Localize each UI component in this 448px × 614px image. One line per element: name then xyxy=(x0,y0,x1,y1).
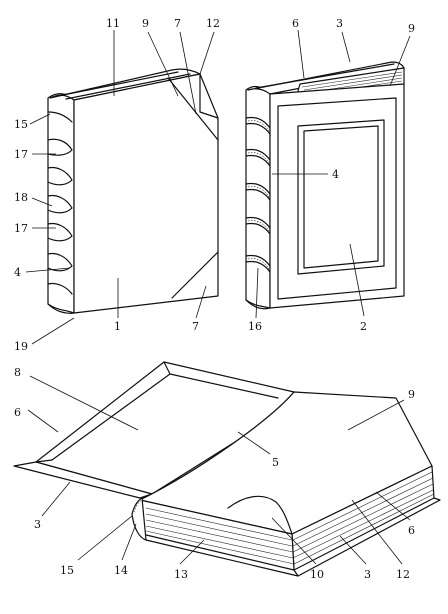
callout-label: 9 xyxy=(408,22,415,35)
callout-label: 7 xyxy=(192,320,199,333)
callout-label: 3 xyxy=(34,518,41,531)
spine-band xyxy=(47,194,73,214)
callouts: 11 9 7 12 15 17 18 17 4 1 7 19 6 3 9 4 xyxy=(14,17,415,581)
spine-band xyxy=(245,216,271,229)
headband-open xyxy=(133,499,143,513)
callout-label: 9 xyxy=(408,388,415,401)
closed-book-left xyxy=(47,68,219,314)
spine-band xyxy=(47,111,73,123)
bottom-edge-left xyxy=(47,303,75,314)
spine-band xyxy=(245,254,271,267)
spine-band xyxy=(245,188,271,201)
corner-piece-top xyxy=(167,77,219,141)
callout-label: 10 xyxy=(310,568,324,581)
closed-book-right xyxy=(245,61,405,310)
callout-label: 15 xyxy=(60,564,74,577)
headband-right xyxy=(255,63,395,89)
callout-label: 15 xyxy=(14,118,28,131)
callout-label: 9 xyxy=(142,17,149,30)
callout-label: 5 xyxy=(272,456,279,469)
callout-label: 6 xyxy=(292,17,299,30)
callout-label: 6 xyxy=(408,524,415,537)
spine-band xyxy=(245,116,271,129)
open-book xyxy=(13,361,441,577)
callout-label: 7 xyxy=(174,17,181,30)
spine-band xyxy=(245,122,271,135)
callout-label: 14 xyxy=(114,564,128,577)
cover-panel-outer xyxy=(297,119,385,275)
cover-panel-inner xyxy=(303,125,379,269)
callout-label: 4 xyxy=(14,266,21,279)
turn-in-corner xyxy=(35,459,53,463)
callout-label: 13 xyxy=(174,568,188,581)
callout-label: 3 xyxy=(364,568,371,581)
callout-label: 8 xyxy=(14,366,21,379)
spine-band xyxy=(47,138,73,156)
fore-edge-lines xyxy=(292,471,435,565)
callout-label: 18 xyxy=(14,191,28,204)
cover-frame-outer xyxy=(277,97,397,300)
callout-label: 11 xyxy=(106,17,120,30)
callout-label: 4 xyxy=(332,168,339,181)
tail-edge-lines xyxy=(145,507,295,565)
spine-band xyxy=(245,260,271,273)
callout-label: 6 xyxy=(14,406,21,419)
back-cover-board xyxy=(293,497,441,577)
spine-band xyxy=(47,166,73,186)
callout-label: 3 xyxy=(336,17,343,30)
page-curl xyxy=(227,495,293,535)
turn-in-corner xyxy=(163,361,171,375)
front-cover-left xyxy=(73,73,219,314)
spine-left xyxy=(47,93,75,314)
callout-label: 1 xyxy=(114,320,121,333)
texture-dots xyxy=(301,71,403,96)
callout-label: 17 xyxy=(14,148,28,161)
spine-band xyxy=(245,222,271,235)
callout-label: 16 xyxy=(248,320,262,333)
spine-band xyxy=(245,182,271,195)
spine-band xyxy=(245,154,271,167)
bottom-edge-right xyxy=(245,299,271,310)
callout-label: 2 xyxy=(360,320,367,333)
spine-band xyxy=(47,222,73,242)
spine-band xyxy=(245,148,271,161)
spine-band xyxy=(47,282,73,295)
callout-label: 12 xyxy=(206,17,220,30)
callout-label: 17 xyxy=(14,222,28,235)
callout-label: 19 xyxy=(14,340,28,353)
corner-piece-bottom xyxy=(171,251,219,299)
spine-band xyxy=(47,252,73,272)
callout-label: 12 xyxy=(396,568,410,581)
headband-left xyxy=(57,71,179,97)
cover-edge-left xyxy=(199,73,219,119)
